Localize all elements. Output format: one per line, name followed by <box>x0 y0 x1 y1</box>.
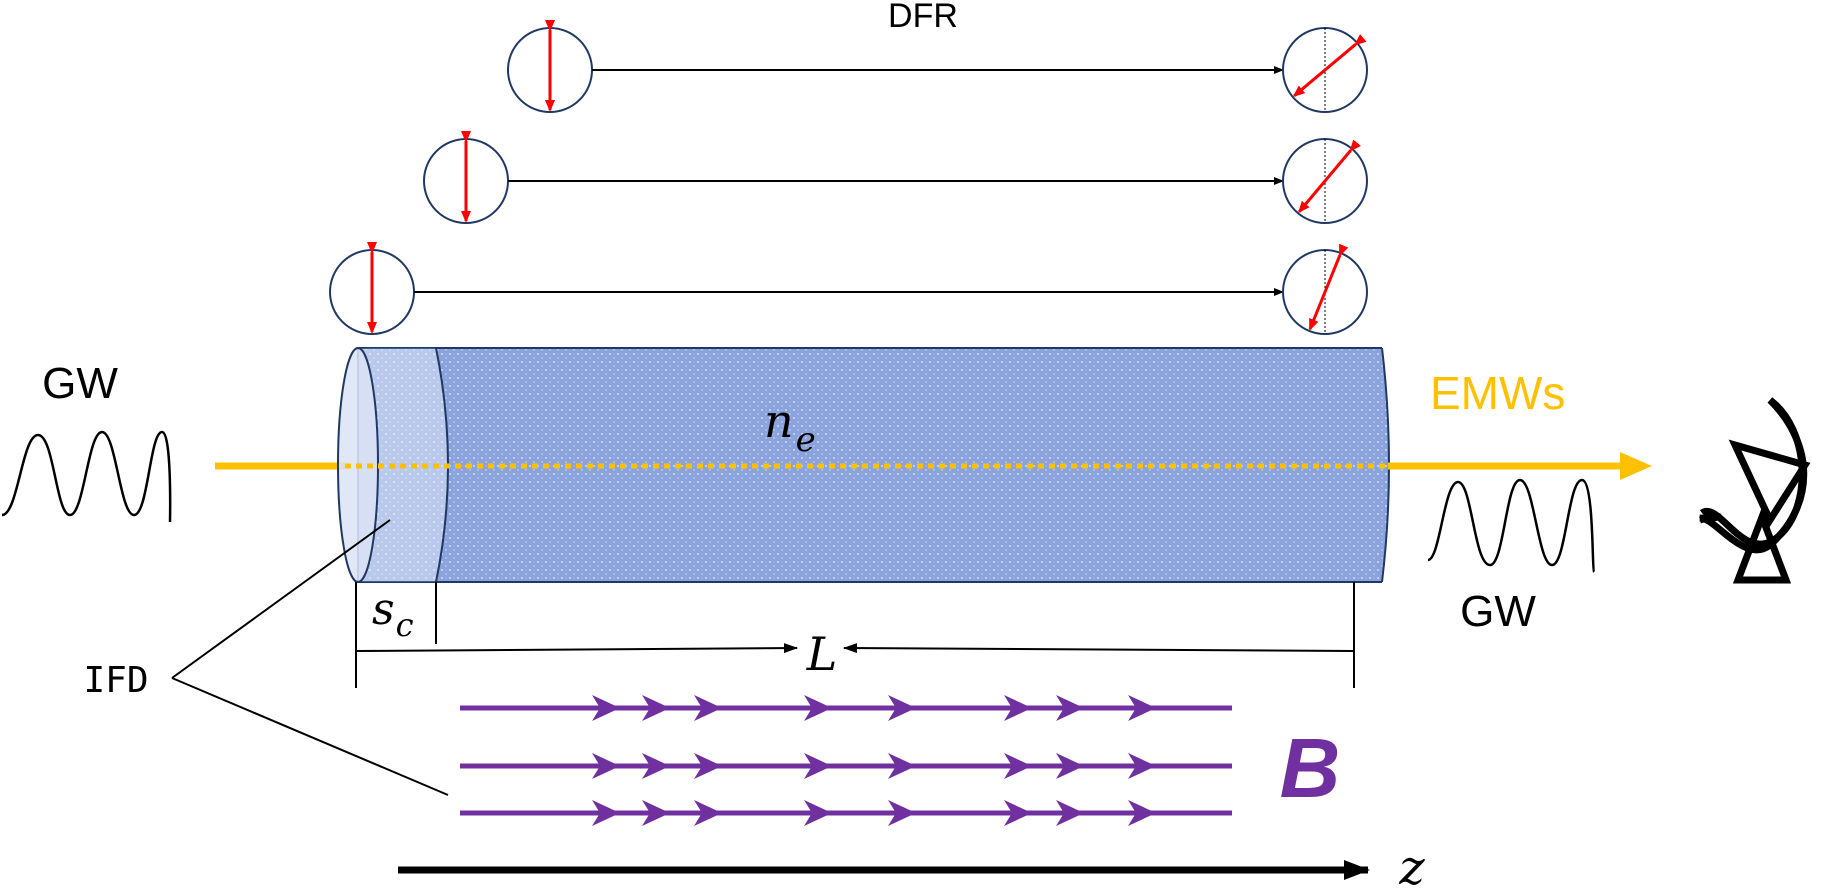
chevron-arrow-icon <box>1128 695 1156 721</box>
ifd-pointer-upper <box>171 519 391 679</box>
chevron-arrow-icon <box>642 800 670 826</box>
radio-telescope-dish-icon <box>1699 397 1811 584</box>
chevron-arrow-icon <box>1128 753 1156 779</box>
magnetic-field-lines <box>460 705 1232 816</box>
chevron-arrow-icon <box>1056 753 1084 779</box>
end-polarization-arrow <box>1292 34 1367 97</box>
dfr-label: DFR <box>888 0 958 35</box>
chevron-arrow-icon <box>592 800 620 826</box>
chevron-arrow-icon <box>804 695 832 721</box>
chevron-arrow-icon <box>592 753 620 779</box>
chevron-arrow-icon <box>888 800 916 826</box>
gw-output-label: GW <box>1460 587 1536 636</box>
polarization-row-1 <box>507 20 1368 113</box>
sc-label: sc <box>372 584 414 644</box>
chevron-arrow-icon <box>1056 800 1084 826</box>
beam-arrowhead <box>1620 452 1652 480</box>
polarization-row-3 <box>329 242 1368 335</box>
field-chevrons <box>592 695 1156 826</box>
chevron-arrow-icon <box>1128 800 1156 826</box>
chevron-arrow-icon <box>804 800 832 826</box>
gw-input-wave-icon <box>1 430 172 523</box>
end-polarization-arrow <box>1298 139 1361 214</box>
emws-label: EMWs <box>1430 367 1565 419</box>
chevron-arrow-icon <box>694 695 722 721</box>
chevron-arrow-icon <box>888 695 916 721</box>
chevron-arrow-icon <box>888 753 916 779</box>
ifd-pointer-lower <box>171 677 449 796</box>
polarization-row-2 <box>423 131 1368 224</box>
chevron-arrow-icon <box>1004 800 1032 826</box>
chevron-arrow-icon <box>1004 695 1032 721</box>
l-left-arrow <box>355 643 798 654</box>
end-polarization-arrow <box>1308 243 1349 331</box>
electron-density-label: ne <box>764 394 816 460</box>
magnetic-field-label: B <box>1280 721 1341 815</box>
l-right-arrow <box>843 643 1355 654</box>
ifd-label: IFD <box>83 660 148 701</box>
z-axis-label: z <box>1398 840 1425 891</box>
gw-output-wave-icon <box>1427 478 1596 573</box>
chevron-arrow-icon <box>1004 753 1032 779</box>
gw-input-label: GW <box>42 359 118 408</box>
chevron-arrow-icon <box>592 695 620 721</box>
chevron-arrow-icon <box>694 753 722 779</box>
chevron-arrow-icon <box>1056 695 1084 721</box>
chevron-arrow-icon <box>694 800 722 826</box>
chevron-arrow-icon <box>642 695 670 721</box>
chevron-arrow-icon <box>642 753 670 779</box>
length-label: L <box>806 627 838 681</box>
chevron-arrow-icon <box>804 753 832 779</box>
